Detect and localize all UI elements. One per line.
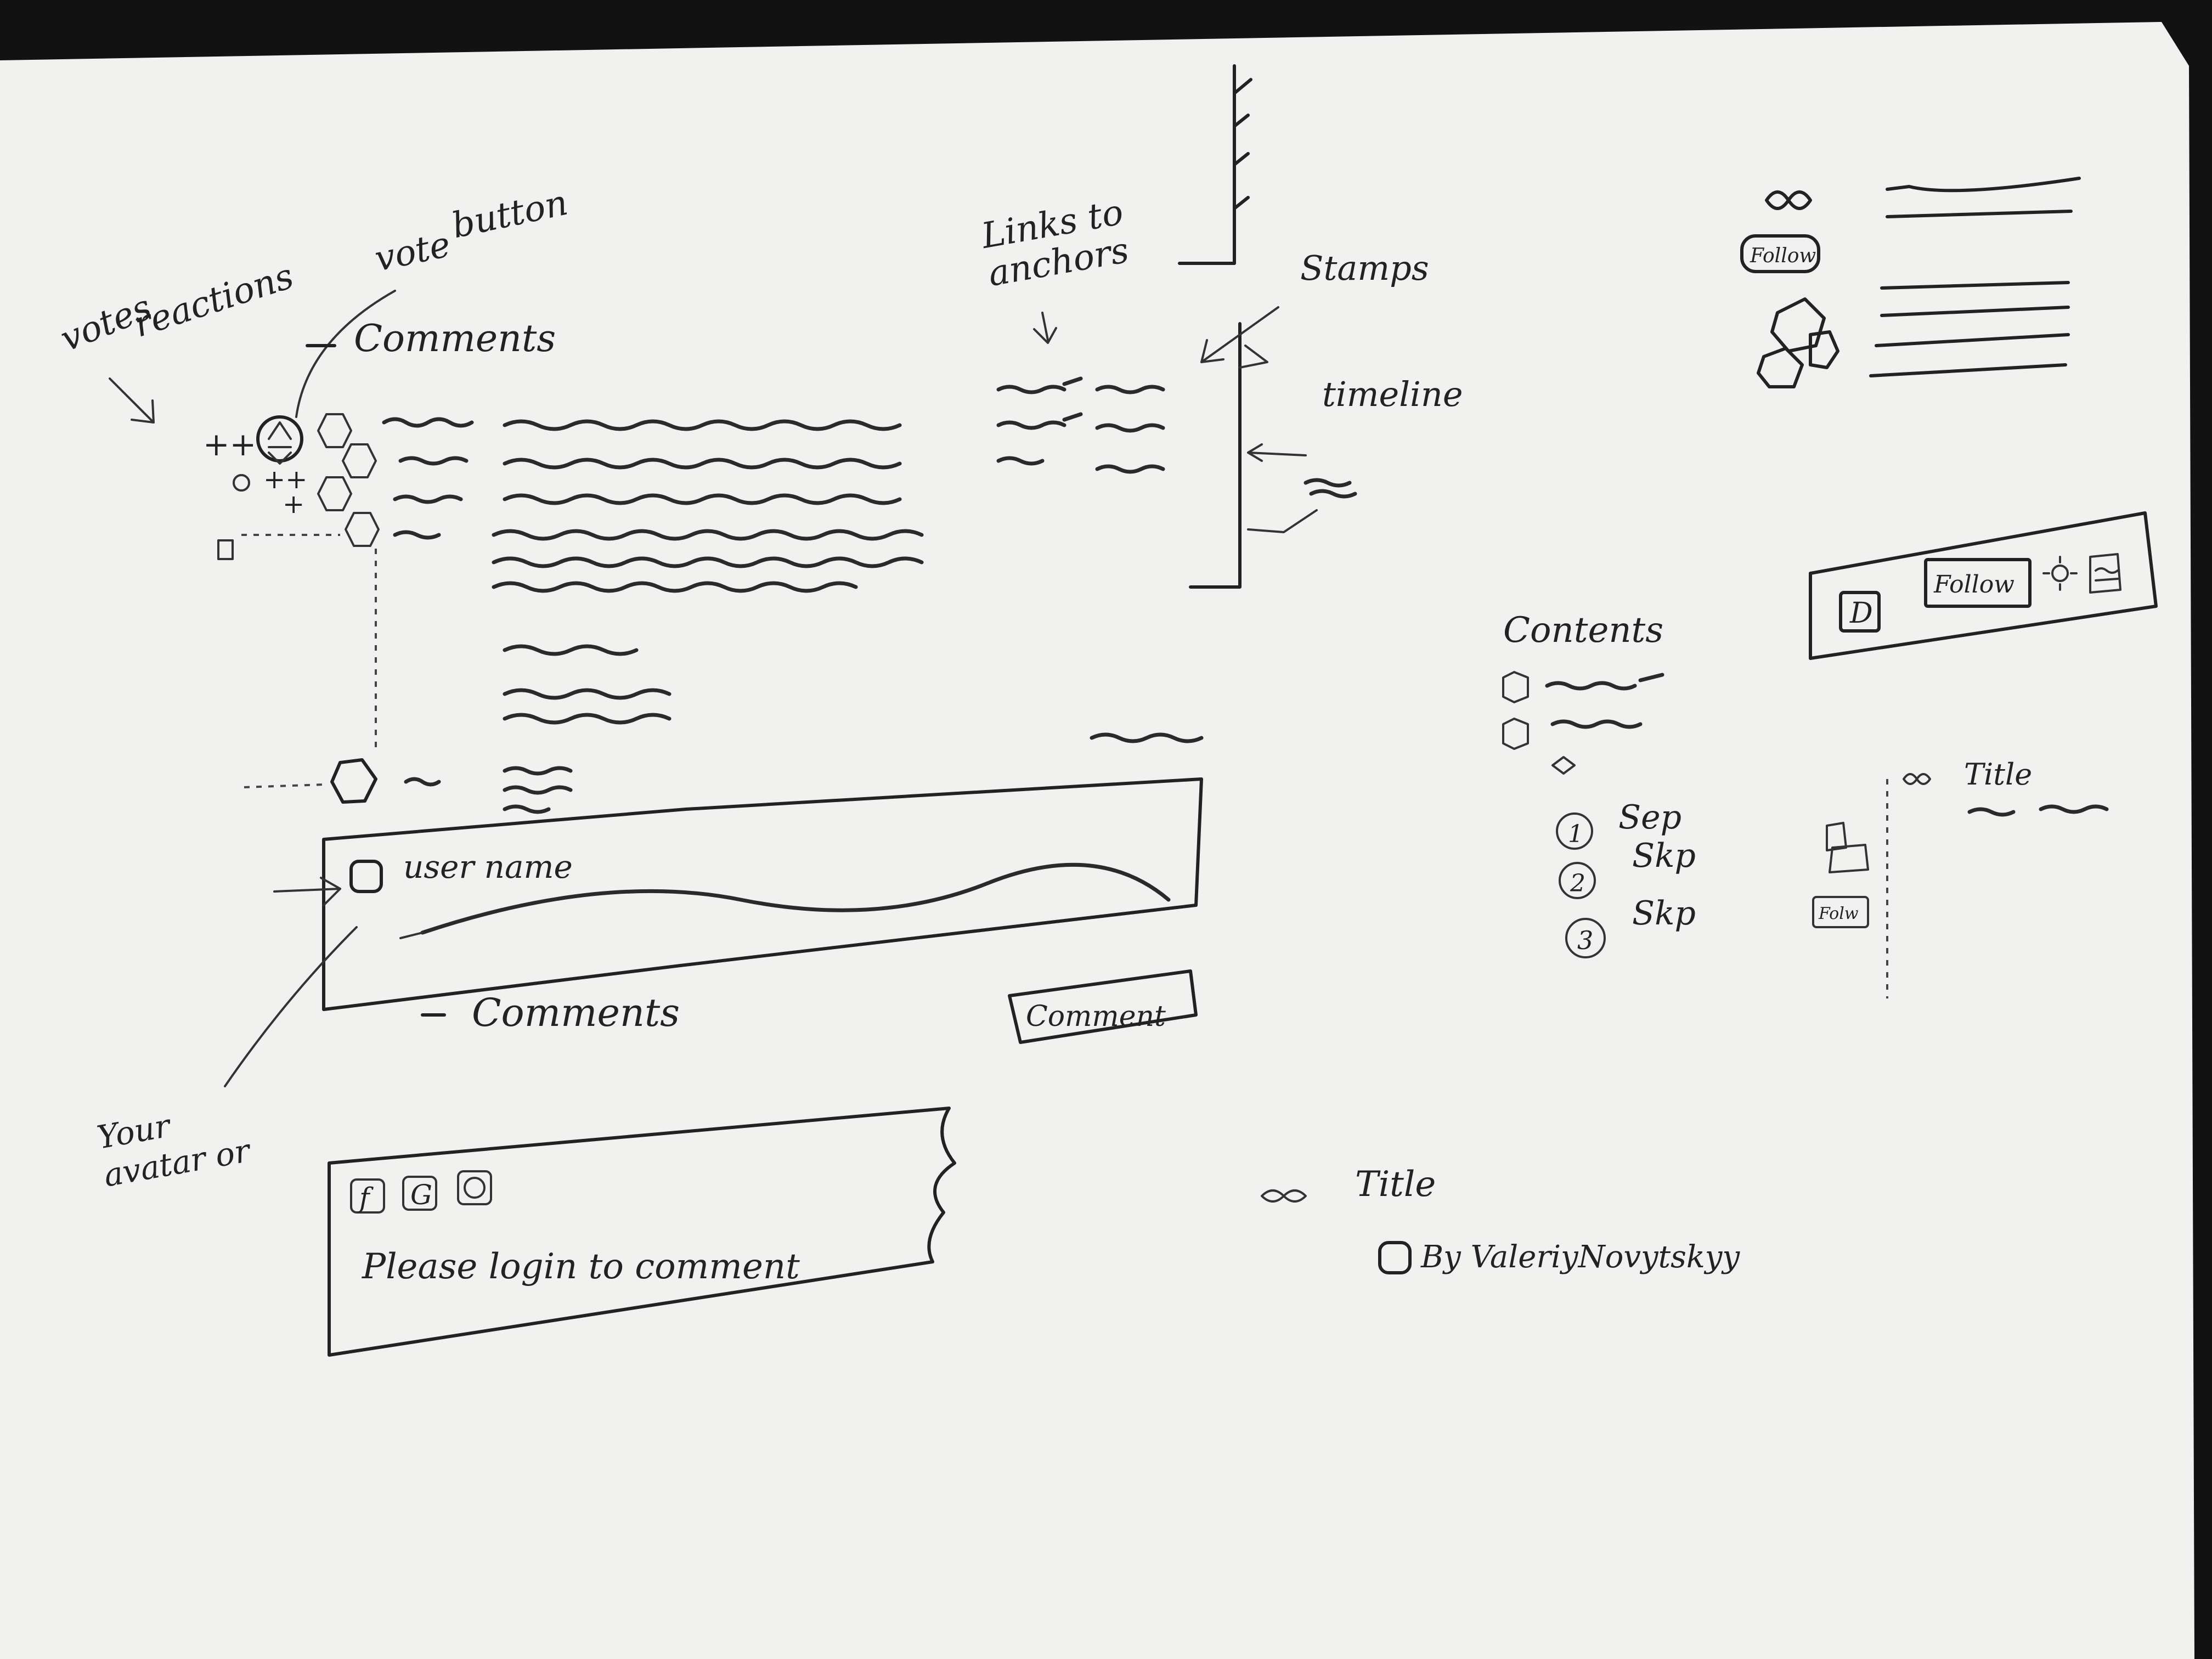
svg-text:1: 1 — [1568, 820, 1583, 848]
toc-step-2[interactable]: 2 Skp — [1559, 837, 1696, 899]
svg-text:Skp: Skp — [1632, 894, 1696, 933]
paper-sheet — [0, 22, 2194, 1659]
svg-text:Follow: Follow — [1750, 245, 1816, 267]
upvote-icon — [268, 421, 292, 465]
svg-text:Follow: Follow — [1933, 571, 2015, 599]
avatar-arrow — [273, 877, 341, 906]
timeline-marker-3 — [1247, 509, 1318, 533]
infinity-icon-small — [1903, 773, 1931, 785]
toc-item-3[interactable] — [1551, 756, 1576, 775]
follow-button-1[interactable] — [1740, 234, 1820, 273]
your-avatar-pointer — [224, 926, 358, 1087]
svg-text:Folw: Folw — [1818, 904, 1859, 923]
compact-blocks-icon — [1826, 822, 1869, 873]
scroll-bracket — [1178, 64, 1252, 265]
author-bio-lines — [1869, 177, 2081, 377]
timeline-marker-1 — [1239, 345, 1268, 369]
body-text-lines — [382, 417, 1204, 743]
label-stamps: Stamps — [1300, 248, 1429, 288]
svg-text:3: 3 — [1577, 926, 1593, 955]
reaction-hexagon-2[interactable] — [342, 443, 377, 478]
facebook-icon[interactable] — [350, 1178, 385, 1214]
infinity-icon — [1765, 190, 1812, 210]
reaction-hexagon-4[interactable] — [345, 512, 380, 547]
toc-item-1[interactable] — [1502, 671, 1664, 703]
plus-plus[interactable]: ++ — [203, 426, 256, 463]
comment-submit-button[interactable] — [1008, 969, 1198, 1044]
sun-icon[interactable] — [2042, 556, 2078, 591]
svg-text:2: 2 — [1570, 870, 1585, 898]
comment-button-label[interactable]: Comment — [1026, 1000, 1166, 1033]
stamps-arrow — [1200, 306, 1279, 363]
follow-button-3[interactable] — [1812, 896, 1869, 928]
author-blocks-icon — [1757, 297, 1839, 388]
contents-heading: Contents — [1503, 610, 1663, 651]
comment-text-placeholder — [420, 862, 1171, 935]
github-icon[interactable] — [457, 1170, 492, 1205]
svg-text:D: D — [1849, 597, 1873, 630]
comments-heading-top: Comments — [354, 317, 556, 360]
logo-icon[interactable] — [1839, 591, 1881, 633]
toc-item-2[interactable] — [1502, 718, 1643, 750]
reaction-hexagon-1[interactable] — [317, 413, 352, 448]
author-avatar-icon — [1378, 1241, 1412, 1274]
trash-icon[interactable] — [217, 539, 234, 560]
label-timeline: timeline — [1322, 374, 1463, 414]
follow-button-2[interactable] — [1924, 558, 2032, 608]
thread-line — [241, 534, 377, 752]
toc-step-1[interactable]: 1 Sep — [1556, 798, 1681, 850]
smiley-icon — [233, 474, 250, 492]
author-byline[interactable]: By ValeriyNovytskyy — [1420, 1239, 1740, 1275]
comment-editor-box[interactable] — [322, 777, 1203, 1011]
theme-toggle-icon[interactable] — [2089, 553, 2121, 594]
user-avatar-icon — [349, 860, 383, 893]
svg-text:Skp: Skp — [1632, 837, 1696, 875]
toc-step-3[interactable]: 3 Skp — [1565, 894, 1696, 958]
login-box — [328, 1107, 956, 1357]
plus-small-1[interactable]: ++ — [263, 464, 307, 495]
reply-avatar — [330, 758, 377, 804]
link-icon[interactable] — [1261, 1189, 1307, 1203]
votes-arrow — [109, 377, 155, 424]
comment-username: user name — [403, 848, 573, 885]
plus-small-2[interactable]: + — [283, 489, 304, 520]
vote-button[interactable] — [256, 415, 303, 462]
sticky-header-box — [1809, 511, 2158, 660]
timeline-marker-2 — [1247, 443, 1307, 462]
timeline-line — [1189, 322, 1242, 589]
comments-heading-bottom: Comments — [472, 990, 680, 1035]
google-icon[interactable] — [402, 1176, 437, 1211]
anchors-arrow — [1033, 312, 1057, 344]
svg-text:G: G — [410, 1179, 432, 1211]
reaction-hexagon-3[interactable] — [317, 476, 352, 511]
article-title: Title — [1355, 1164, 1436, 1205]
anchor-links[interactable] — [996, 376, 1165, 474]
login-prompt: Please login to comment — [362, 1246, 800, 1287]
svg-text:Sep: Sep — [1618, 798, 1681, 837]
compact-title: Title — [1964, 757, 2032, 792]
